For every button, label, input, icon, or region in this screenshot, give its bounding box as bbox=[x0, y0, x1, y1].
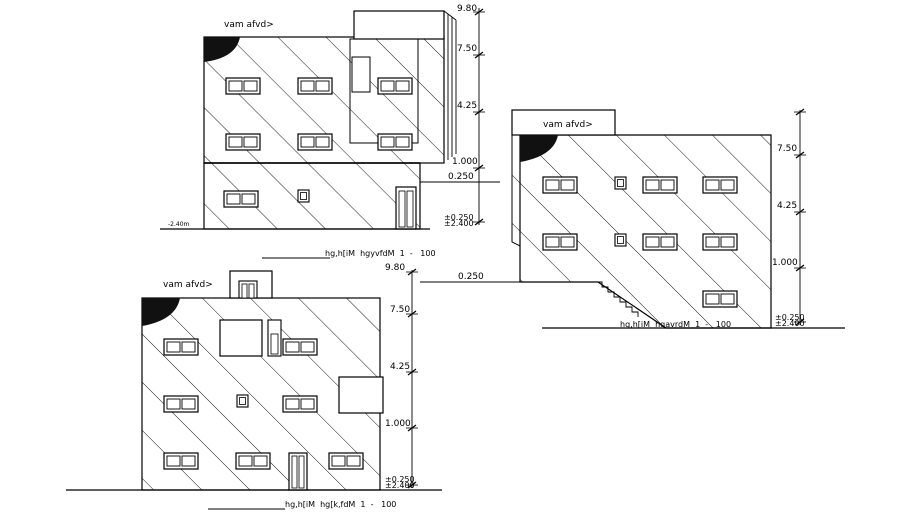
tall-opening bbox=[351, 56, 371, 93]
window bbox=[377, 133, 413, 151]
stair-steps bbox=[598, 281, 639, 317]
level-label: 0.250 bbox=[458, 272, 484, 282]
level-label: 9.80 bbox=[457, 4, 477, 14]
poche-corner bbox=[142, 298, 180, 326]
window bbox=[282, 338, 318, 356]
level-label: ±2.400 bbox=[775, 319, 805, 328]
elevation-right: 9.80 7.50 4.25 1.000 0.250 ±0.250 ±2.400… bbox=[385, 108, 845, 329]
level-label: ±0.250 bbox=[385, 475, 415, 484]
window bbox=[642, 176, 678, 194]
elevation-title: hg,h[iM hgyvfdM 1 - 100 bbox=[325, 249, 436, 258]
window bbox=[163, 395, 199, 413]
level-label: 9.80 bbox=[385, 263, 405, 273]
level-dimension bbox=[472, 8, 486, 226]
stair-tower bbox=[353, 10, 445, 40]
elevation-top-left: 9.80 7.50 4.25 1.000 0.250 ±0.250 ±2.400… bbox=[160, 4, 500, 259]
level-label: 4.25 bbox=[457, 101, 477, 111]
window bbox=[297, 133, 333, 151]
poche-corner bbox=[204, 37, 240, 62]
level-label: 4.25 bbox=[777, 201, 797, 211]
poche-corner bbox=[520, 135, 558, 162]
level-label: 1.000 bbox=[385, 419, 411, 429]
small-window bbox=[236, 394, 249, 408]
window bbox=[642, 233, 678, 251]
window bbox=[702, 233, 738, 251]
window bbox=[282, 395, 318, 413]
side-wall bbox=[511, 134, 521, 247]
level-label: 7.50 bbox=[777, 144, 797, 154]
level-label: 1.000 bbox=[772, 258, 798, 268]
level-label: 7.50 bbox=[457, 44, 477, 54]
level-label: ±0.250 bbox=[444, 213, 474, 222]
small-window bbox=[614, 176, 627, 190]
window bbox=[542, 176, 578, 194]
entrance-door bbox=[395, 186, 417, 230]
window bbox=[542, 233, 578, 251]
balcony-panel bbox=[338, 376, 384, 414]
level-label: 7.50 bbox=[390, 305, 410, 315]
note-label: vam afvd> bbox=[224, 20, 274, 30]
note-label: vam afvd> bbox=[163, 280, 213, 290]
elevation-bottom-left: 7.50 4.25 1.000 ±0.250 ±2.400 vam afvd> … bbox=[66, 268, 442, 510]
side-depth-lines bbox=[443, 10, 457, 163]
elevation-title: hg,h[iM hg[k,fdM 1 - 100 bbox=[285, 500, 396, 509]
window bbox=[235, 452, 271, 470]
window bbox=[297, 77, 333, 95]
small-window bbox=[614, 233, 627, 247]
window bbox=[377, 77, 413, 95]
window bbox=[225, 77, 261, 95]
roof-door bbox=[238, 280, 258, 299]
window bbox=[225, 133, 261, 151]
level-label: 1.000 bbox=[452, 157, 478, 167]
level-label: 0.250 bbox=[448, 172, 474, 182]
small-window bbox=[297, 189, 310, 203]
window bbox=[702, 290, 738, 308]
level-dimension bbox=[405, 268, 419, 489]
level-label: 4.25 bbox=[390, 362, 410, 372]
window bbox=[163, 452, 199, 470]
window bbox=[163, 338, 199, 356]
note-label: vam afvd> bbox=[543, 120, 593, 130]
elevation-title: hg,h[iM hgavrdM 1 - 100 bbox=[620, 320, 731, 329]
balcony-panel bbox=[219, 319, 263, 357]
roof-volume bbox=[511, 109, 616, 136]
level-dimension bbox=[793, 108, 807, 326]
entrance-door bbox=[288, 452, 308, 491]
level-label: ±2.400 bbox=[444, 219, 474, 228]
window bbox=[223, 190, 259, 208]
level-label: ±2.400 bbox=[385, 481, 415, 490]
window bbox=[702, 176, 738, 194]
tall-window bbox=[267, 319, 282, 357]
level-label: ±0.250 bbox=[775, 313, 805, 322]
window bbox=[328, 452, 364, 470]
side-level-label: -2.40m bbox=[168, 221, 190, 228]
